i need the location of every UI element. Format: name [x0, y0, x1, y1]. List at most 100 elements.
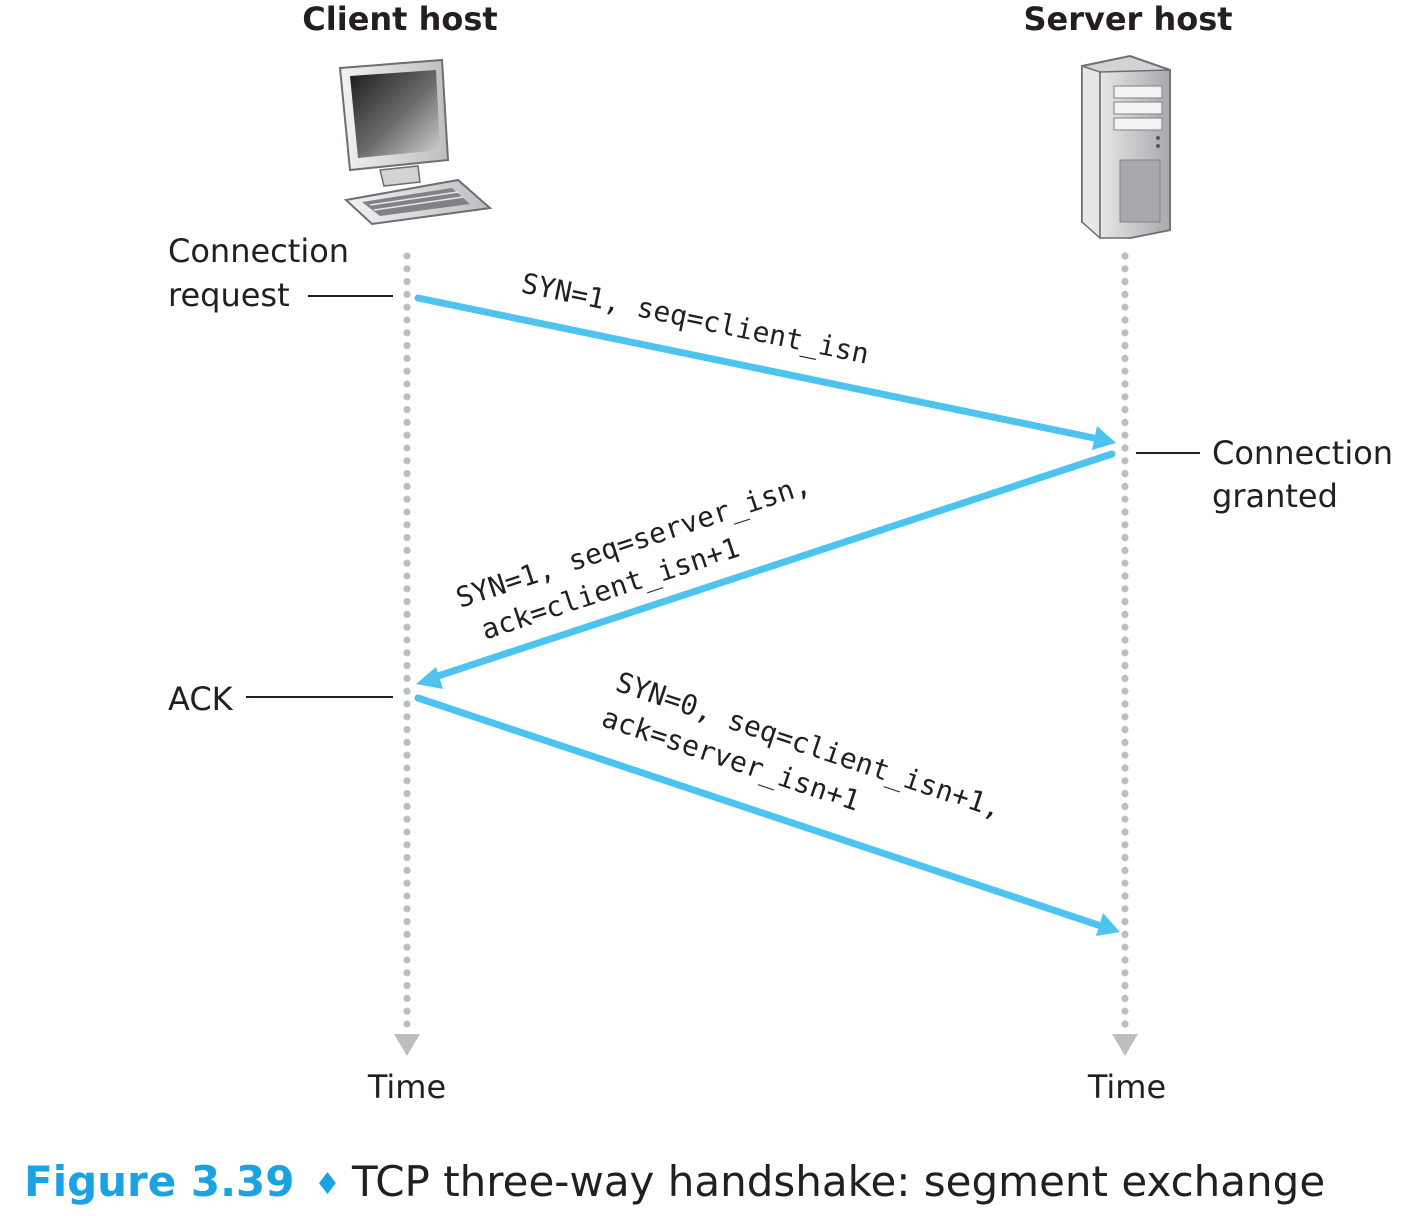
syn-segment-arrow — [414, 294, 1116, 450]
server-timeline-dot — [1121, 495, 1129, 503]
server-timeline-dot — [1121, 674, 1129, 683]
client-timeline-dot — [403, 982, 411, 990]
server-timeline-dot — [1121, 329, 1129, 337]
client-timeline-dot — [403, 713, 411, 721]
ack-segment-arrow — [414, 694, 1120, 936]
server-timeline-dot — [1121, 905, 1129, 913]
server-timeline-dot — [1121, 406, 1129, 414]
client-timeline-dot — [403, 265, 411, 273]
server-tower-icon — [1081, 54, 1171, 240]
client-timeline-dot — [403, 866, 411, 875]
client-timeline-dot — [403, 278, 411, 286]
server-timeline-dot — [1121, 444, 1129, 452]
client-timeline-dot — [403, 751, 411, 759]
server-timeline-dot — [1121, 687, 1129, 695]
server-timeline-dot — [1121, 930, 1129, 939]
client-timeline-dot — [403, 585, 411, 593]
client-timeline-dot — [403, 956, 411, 964]
client-timeline-dot — [403, 470, 411, 478]
server-time-label: Time — [1087, 1068, 1166, 1106]
server-timeline-dot — [1121, 252, 1129, 260]
client-timeline-dot — [403, 598, 411, 606]
server-timeline-dot — [1121, 751, 1129, 759]
client-timeline-dot — [403, 802, 411, 811]
server-timeline-dot — [1121, 342, 1129, 350]
client-timeline-dot — [403, 623, 411, 631]
client-timeline-dot — [403, 482, 411, 490]
client-timeline-dot — [403, 329, 411, 337]
server-timeline-dot — [1121, 508, 1129, 516]
server-timeline-dot — [1121, 303, 1129, 311]
server-host-title: Server host — [1023, 0, 1232, 38]
connection-request-label-line2: request — [168, 276, 290, 314]
client-timeline-dot — [403, 444, 411, 452]
server-timeline-dot — [1121, 354, 1129, 362]
client-timeline-dot — [403, 572, 411, 580]
client-timeline-dot — [403, 930, 411, 939]
client-timeline-dot — [403, 815, 411, 823]
server-timeline-dot — [1121, 367, 1129, 375]
client-timeline-dot — [403, 354, 411, 362]
client-timeline-dot — [403, 1007, 411, 1015]
client-timeline-dot — [403, 495, 411, 503]
server-timeline-dot — [1121, 290, 1129, 298]
client-timeline-dot — [403, 700, 411, 708]
server-timeline-dot — [1121, 866, 1129, 875]
client-timeline-dot — [403, 406, 411, 414]
server-timeline-dot — [1121, 802, 1129, 811]
server-timeline-dot — [1121, 585, 1129, 593]
server-timeline-dot — [1121, 790, 1129, 798]
server-timeline-dot — [1121, 994, 1129, 1003]
server-timeline-dot — [1121, 1007, 1129, 1015]
client-timeline-dot — [403, 342, 411, 350]
server-timeline-dot — [1121, 713, 1129, 721]
server-timeline-dot — [1121, 278, 1129, 286]
client-timeline-dot — [403, 636, 411, 644]
server-timeline-dot — [1121, 610, 1129, 619]
figure-title: TCP three-way handshake: segment exchang… — [351, 1157, 1325, 1206]
server-timeline-dot — [1121, 265, 1129, 273]
client-timeline-dot — [403, 687, 411, 695]
server-timeline-dot — [1121, 777, 1129, 785]
server-timeline-dot — [1121, 457, 1129, 465]
client-timeline-dot — [403, 1020, 411, 1028]
client-timeline-dot — [403, 790, 411, 798]
server-timeline-dot — [1121, 764, 1129, 772]
client-timeline-dot — [403, 892, 411, 900]
client-timeline-dot — [403, 841, 411, 849]
server-timeline-dot — [1121, 828, 1129, 836]
server-timeline-dot — [1121, 598, 1129, 606]
client-timeline-dot — [403, 559, 411, 567]
client-timeline-dot — [403, 610, 411, 619]
connection-granted-label-line1: Connection — [1212, 434, 1393, 472]
server-timeline-dot — [1121, 854, 1129, 862]
connection-granted-label-line2: granted — [1212, 477, 1338, 515]
server-timeline-dot — [1121, 521, 1129, 529]
client-timeline-dot — [403, 905, 411, 913]
synack-segment-arrow — [416, 450, 1116, 689]
caption-separator: ♦ — [314, 1167, 341, 1202]
client-timeline-dot — [403, 418, 411, 426]
client-timeline-dot — [403, 879, 411, 887]
client-timeline-dot — [403, 380, 411, 388]
server-timeline-dot — [1121, 559, 1129, 567]
server-timeline-dot — [1121, 572, 1129, 580]
client-timeline-dot — [403, 649, 411, 657]
client-timeline-dot — [403, 662, 411, 670]
server-timeline-dot — [1121, 623, 1129, 631]
client-host-title: Client host — [302, 0, 497, 38]
client-timeline-dot — [403, 674, 411, 683]
client-timeline-dot — [403, 726, 411, 734]
server-timeline-dot — [1121, 841, 1129, 849]
client-timeline-dot — [403, 969, 411, 977]
figure-number: Figure 3.39 — [24, 1157, 295, 1206]
client-timeline-dot — [403, 764, 411, 772]
server-timeline-dot — [1121, 380, 1129, 388]
server-timeline-dot — [1121, 636, 1129, 644]
server-timeline-dot — [1121, 943, 1129, 951]
client-timeline-dot — [403, 546, 411, 555]
client-timeline-dot — [403, 508, 411, 516]
server-timeline — [1112, 252, 1138, 1056]
server-timeline-dot — [1121, 738, 1129, 747]
